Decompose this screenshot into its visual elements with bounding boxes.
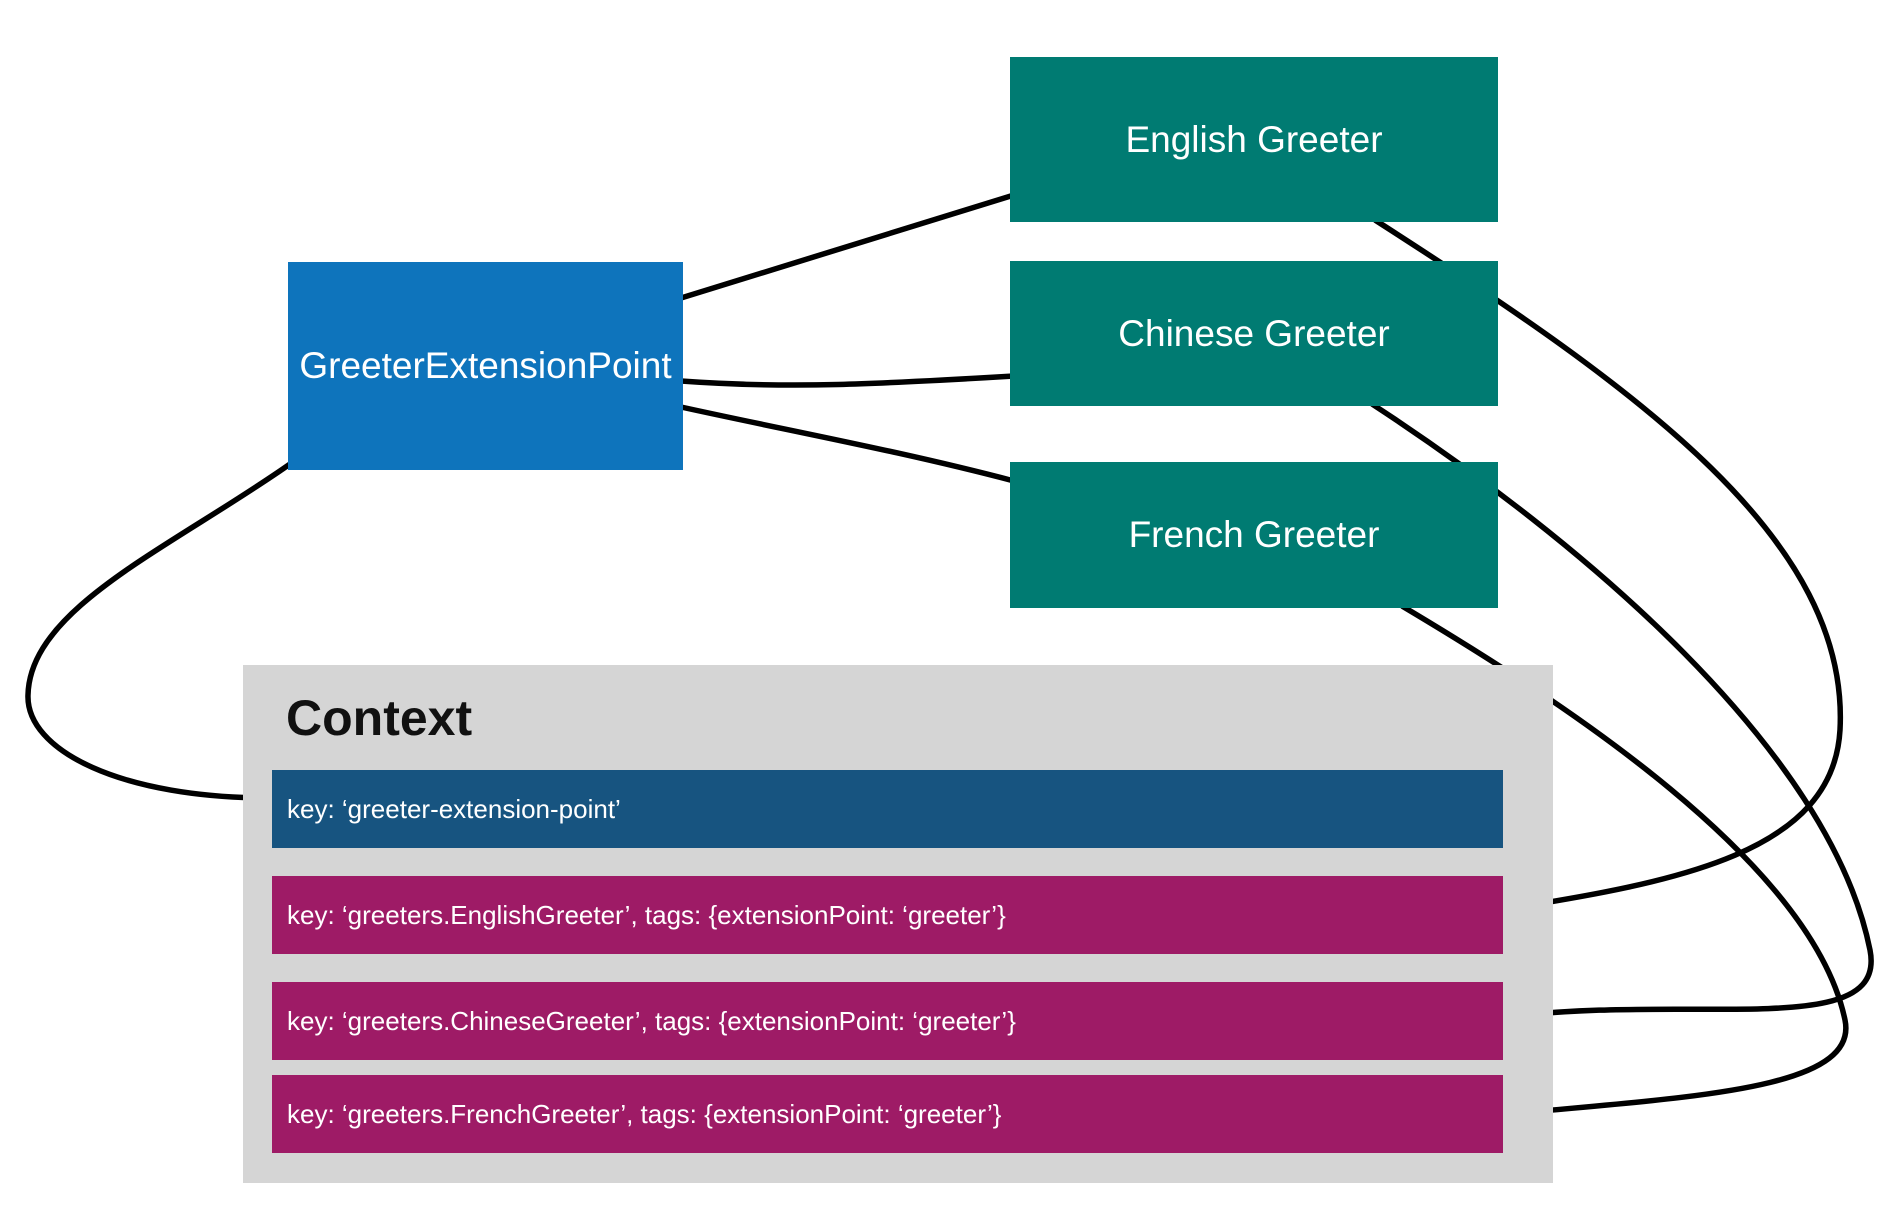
context-entry-extension-point: key: ‘greeter-extension-point’ [272, 770, 1503, 848]
context-entry-extension-point-text: key: ‘greeter-extension-point’ [287, 793, 621, 824]
greeter-extension-point-label: GreeterExtensionPoint [299, 345, 672, 386]
context-title: Context [286, 690, 473, 746]
context-entry-chinese-greeter: key: ‘greeters.ChineseGreeter’, tags: {e… [272, 982, 1503, 1060]
chinese-greeter-node: Chinese Greeter [1010, 261, 1498, 406]
french-greeter-node: French Greeter [1010, 462, 1498, 608]
connector-extpoint-context-entry [25, 461, 292, 801]
connector-french-context-entry [1400, 603, 1849, 1118]
context-entry-french-greeter-text: key: ‘greeters.FrenchGreeter’, tags: {ex… [287, 1098, 1002, 1129]
context-box: Context key: ‘greeter-extension-point’ k… [243, 665, 1553, 1183]
context-entry-french-greeter: key: ‘greeters.FrenchGreeter’, tags: {ex… [272, 1075, 1503, 1153]
connector-extpoint-french [680, 404, 1015, 484]
connector-chinese-context-entry [1370, 401, 1874, 1021]
context-entry-chinese-greeter-text: key: ‘greeters.ChineseGreeter’, tags: {e… [287, 1005, 1016, 1036]
french-greeter-label: French Greeter [1128, 514, 1380, 555]
connector-extpoint-english [680, 192, 1015, 301]
chinese-greeter-label: Chinese Greeter [1118, 312, 1390, 354]
english-greeter-label: English Greeter [1125, 118, 1383, 160]
greeter-extension-point-node: GreeterExtensionPoint [288, 262, 683, 470]
connector-extpoint-chinese [680, 373, 1015, 388]
context-entry-english-greeter-text: key: ‘greeters.EnglishGreeter’, tags: {e… [287, 899, 1006, 930]
connector-english-context-entry [1373, 217, 1843, 913]
context-entry-english-greeter: key: ‘greeters.EnglishGreeter’, tags: {e… [272, 876, 1503, 954]
english-greeter-node: English Greeter [1010, 57, 1498, 222]
